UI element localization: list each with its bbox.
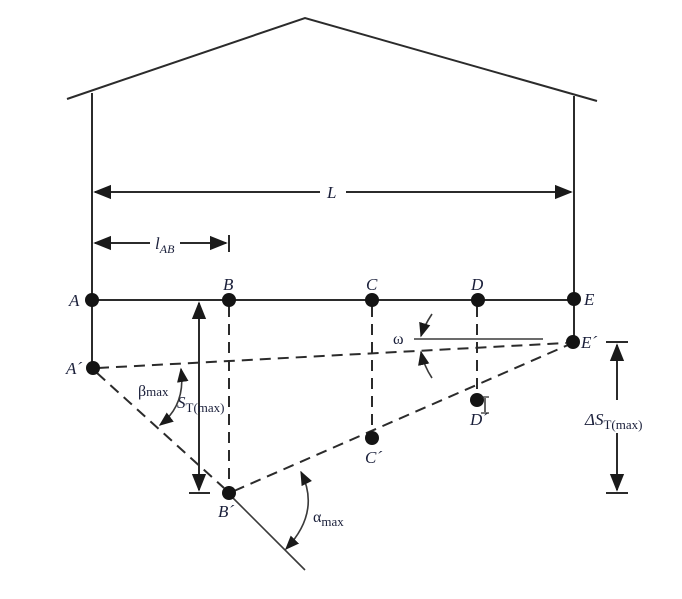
label-beta-max: βmax bbox=[138, 383, 169, 400]
point-d-prime bbox=[470, 393, 484, 407]
label-d-prime: D´ bbox=[469, 410, 488, 429]
point-a-prime bbox=[86, 361, 100, 375]
label-e: E bbox=[583, 290, 595, 309]
alpha-max-arc bbox=[285, 470, 312, 551]
settlement-line-ab bbox=[96, 372, 225, 489]
omega-arrow-bottom bbox=[418, 350, 433, 379]
text-cursor-icon bbox=[481, 396, 489, 414]
label-c: C bbox=[366, 275, 378, 294]
settlement-profile bbox=[233, 344, 569, 492]
label-L: L bbox=[326, 183, 336, 202]
dimension-L: L bbox=[93, 183, 573, 202]
point-b-prime bbox=[222, 486, 236, 500]
dimension-s-t-max: ST(max) bbox=[177, 301, 224, 494]
label-b-prime: B´ bbox=[218, 502, 234, 521]
label-alpha-max: αmax bbox=[313, 509, 344, 529]
beta-max-arc bbox=[158, 367, 189, 426]
tilt-line bbox=[97, 342, 567, 369]
label-delta-s-t-max: ΔST(max) bbox=[584, 410, 642, 432]
label-a-prime: A´ bbox=[65, 359, 82, 378]
extension-line-b bbox=[231, 496, 306, 571]
point-c-prime bbox=[365, 431, 379, 445]
point-c bbox=[365, 293, 379, 307]
label-b: B bbox=[223, 275, 234, 294]
label-c-prime: C´ bbox=[365, 448, 382, 467]
dimension-delta-s-t-max: ΔST(max) bbox=[584, 341, 642, 494]
roof-line bbox=[66, 16, 598, 102]
point-d bbox=[471, 293, 485, 307]
label-s-t-max: ST(max) bbox=[177, 393, 224, 415]
omega-arrow-top bbox=[419, 313, 433, 338]
dimension-l-ab: lAB bbox=[93, 234, 230, 256]
label-a: A bbox=[68, 291, 80, 310]
point-a bbox=[85, 293, 99, 307]
label-e-prime: E´ bbox=[580, 333, 597, 352]
label-l-ab: lAB bbox=[155, 234, 175, 256]
label-omega: ω bbox=[393, 331, 404, 348]
point-e bbox=[567, 292, 581, 306]
point-e-prime bbox=[566, 335, 580, 349]
point-b bbox=[222, 293, 236, 307]
label-d: D bbox=[470, 275, 484, 294]
